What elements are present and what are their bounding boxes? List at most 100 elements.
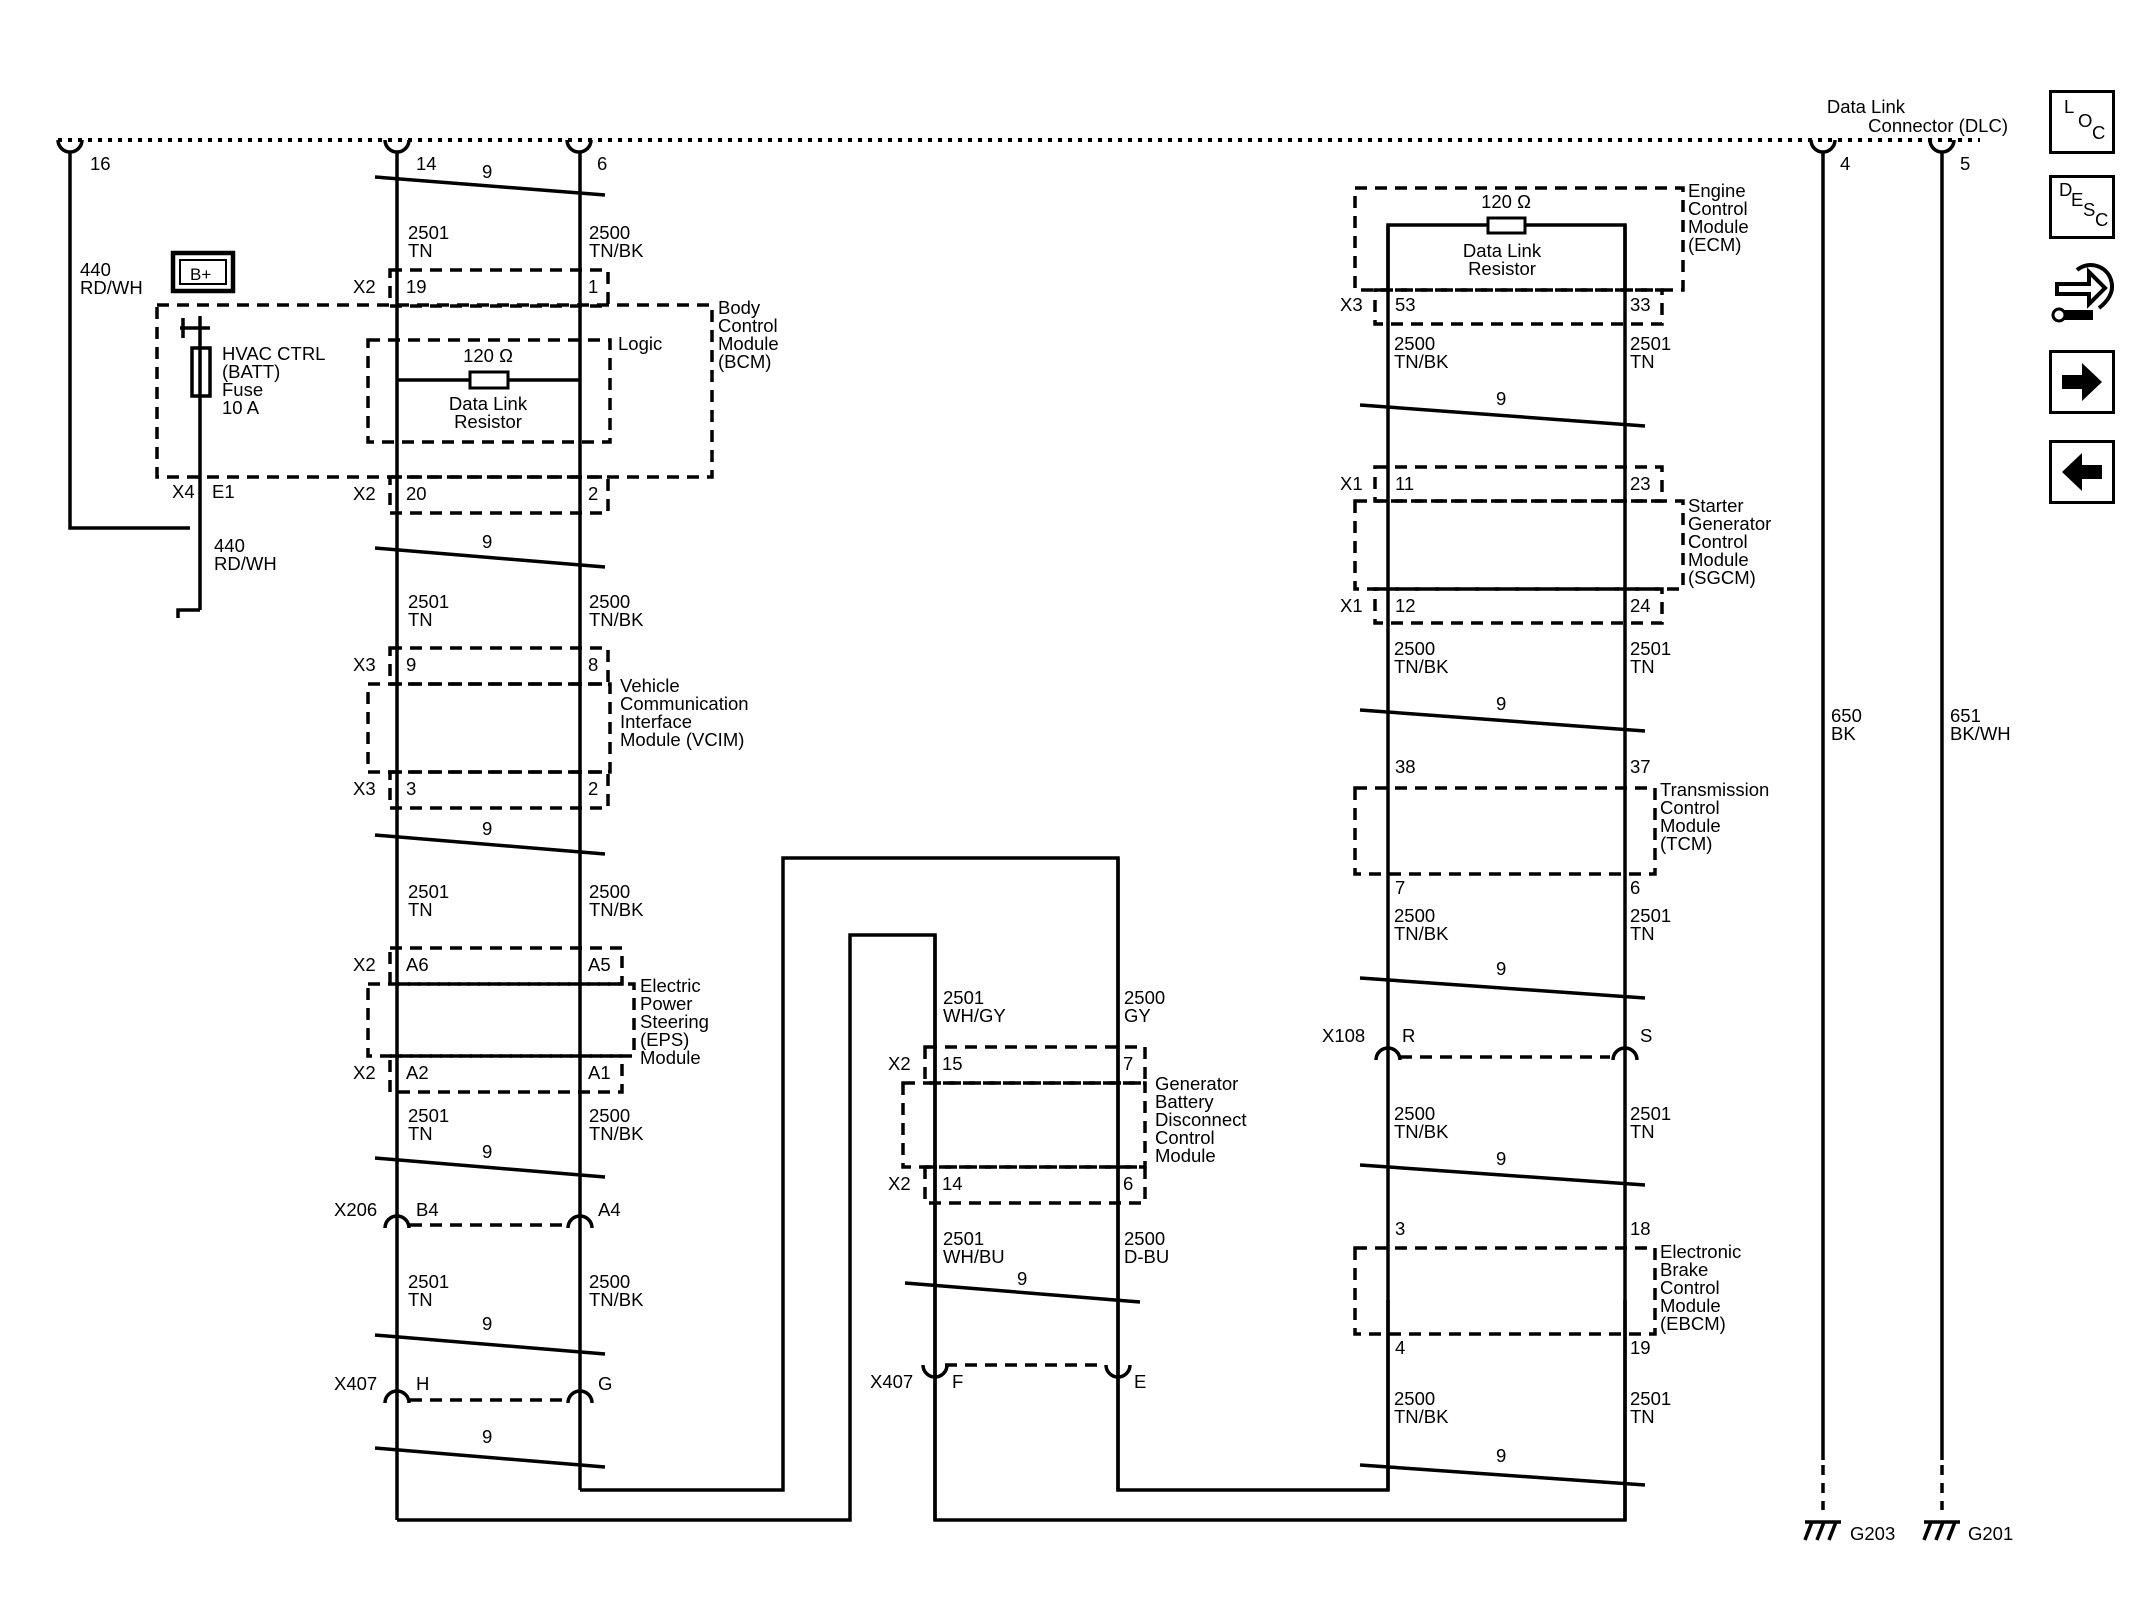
next-button[interactable]	[2049, 350, 2115, 414]
pin-label: A1	[588, 1062, 611, 1083]
desc-button[interactable]: D E S C	[2049, 175, 2115, 239]
previous-button[interactable]	[2049, 440, 2115, 504]
wire-440-end	[176, 608, 200, 618]
wire-color: BK	[1831, 723, 1856, 744]
sgcm-name-4: Module	[1688, 549, 1749, 570]
bcm-name-3: Module	[718, 333, 779, 354]
sgcm-name-5: (SGCM)	[1688, 567, 1756, 588]
dlc-pin-label: 14	[416, 153, 437, 174]
wire-number: 2500	[1124, 987, 1165, 1008]
loc-letter: L	[2064, 96, 2074, 117]
wire-color: TN	[1630, 656, 1655, 677]
wire-color: TN/BK	[1394, 656, 1449, 677]
twist-line	[374, 1333, 606, 1356]
ecm-resistor-wire-right	[1525, 223, 1627, 290]
wire-color: GY	[1124, 1005, 1151, 1026]
desc-letter: S	[2083, 199, 2095, 220]
twist-line	[374, 1446, 606, 1469]
pin-label: 3	[406, 778, 416, 799]
ebcm-name-4: Module	[1660, 1295, 1721, 1316]
dlc-pin-label: 5	[1960, 153, 1970, 174]
bcm-resistor-label-2: Resistor	[454, 411, 522, 432]
bcm-logic-label: Logic	[618, 333, 662, 354]
wire-440-color: RD/WH	[80, 277, 143, 298]
x407-pin-g-arc	[566, 1389, 594, 1404]
eps-name-1: Electric	[640, 975, 701, 996]
gbdcm-name-3: Disconnect	[1155, 1109, 1247, 1130]
desc-letter: E	[2071, 189, 2083, 210]
bcm-name-2: Control	[718, 315, 778, 336]
pin-label: 24	[1630, 595, 1651, 616]
wire-440-left	[68, 152, 190, 530]
pin-label: 23	[1630, 473, 1651, 494]
x108-pin-r-arc	[1374, 1046, 1402, 1061]
ecm-name-3: Module	[1688, 216, 1749, 237]
twist-line	[1359, 708, 1646, 733]
connector-label: X3	[353, 778, 376, 799]
pin-label: 18	[1630, 1218, 1651, 1239]
dlc-pin-label: 6	[597, 153, 607, 174]
twist-line	[374, 175, 606, 197]
connector-label: X2	[353, 954, 376, 975]
x407-left-label: X407	[334, 1373, 377, 1394]
bcm-x2-top-connector	[388, 268, 610, 308]
wire-number: 2500	[589, 591, 630, 612]
twist-line	[1359, 976, 1646, 1000]
ecm-resistor-label-2: Resistor	[1468, 258, 1536, 279]
bcm-name-4: (BCM)	[718, 351, 771, 372]
wire-number: 2501	[408, 222, 449, 243]
wire-number: 650	[1831, 705, 1862, 726]
pin-label: E	[1134, 1371, 1146, 1392]
wire-number: 2500	[1394, 638, 1435, 659]
gbdcm-name-5: Module	[1155, 1145, 1216, 1166]
wire-number: 2500	[1394, 333, 1435, 354]
ground-g201-label: G201	[1968, 1523, 2013, 1544]
x108-label: X108	[1322, 1025, 1365, 1046]
pin-label: 3	[1395, 1218, 1405, 1239]
connector-view-button[interactable]	[2049, 258, 2115, 330]
desc-icon: D E S C	[2059, 179, 2108, 230]
pin-label: R	[1402, 1025, 1415, 1046]
bcm-name-1: Body	[718, 297, 761, 318]
connector-label: X1	[1340, 473, 1363, 494]
connector-label: X3	[353, 654, 376, 675]
wire-color: TN	[408, 609, 433, 630]
loc-button[interactable]: L O C	[2049, 90, 2115, 154]
pin-label: 15	[942, 1053, 963, 1074]
loc-letter: O	[2078, 110, 2092, 131]
wire-440-number-lower: 440	[214, 535, 245, 556]
wire-color: WH/BU	[943, 1246, 1005, 1267]
ebcm-name-3: Control	[1660, 1277, 1720, 1298]
vcim-name-3: Interface	[620, 711, 692, 732]
x108-pin-s-arc	[1611, 1046, 1639, 1061]
vcim-name-2: Communication	[620, 693, 749, 714]
wire-number: 2501	[1630, 333, 1671, 354]
wire-color: TN/BK	[1394, 923, 1449, 944]
wire-number: 2501	[1630, 1388, 1671, 1409]
fuse-symbol	[190, 346, 212, 398]
dlc-label-line2: Connector (DLC)	[1868, 115, 2008, 136]
wire-number: 2501	[943, 987, 984, 1008]
next-arrow-icon	[2062, 363, 2102, 401]
fuse-label-3: Fuse	[222, 379, 263, 400]
pin-label: 1	[588, 276, 598, 297]
pin-label: A2	[406, 1062, 429, 1083]
eps-name-5: Module	[640, 1047, 701, 1068]
wire-number: 2500	[589, 1271, 630, 1292]
pin-label: 7	[1123, 1053, 1133, 1074]
ground-g203-symbol	[1803, 1520, 1841, 1541]
wire-color: TN/BK	[1394, 1121, 1449, 1142]
pin-label: 12	[1395, 595, 1416, 616]
ebcm-name-1: Electronic	[1660, 1241, 1741, 1262]
wire-number: 2501	[408, 1105, 449, 1126]
connector-label: X3	[1340, 294, 1363, 315]
wire-number: 2500	[589, 1105, 630, 1126]
wire-color: TN	[1630, 923, 1655, 944]
x407-mid-label: X407	[870, 1371, 913, 1392]
wire-number: 2500	[1394, 905, 1435, 926]
pin-label: A5	[588, 954, 611, 975]
twist-label: 9	[482, 1141, 492, 1162]
wire-color: TN	[408, 240, 433, 261]
twist-label: 9	[1496, 958, 1506, 979]
pin-label: 53	[1395, 294, 1416, 315]
